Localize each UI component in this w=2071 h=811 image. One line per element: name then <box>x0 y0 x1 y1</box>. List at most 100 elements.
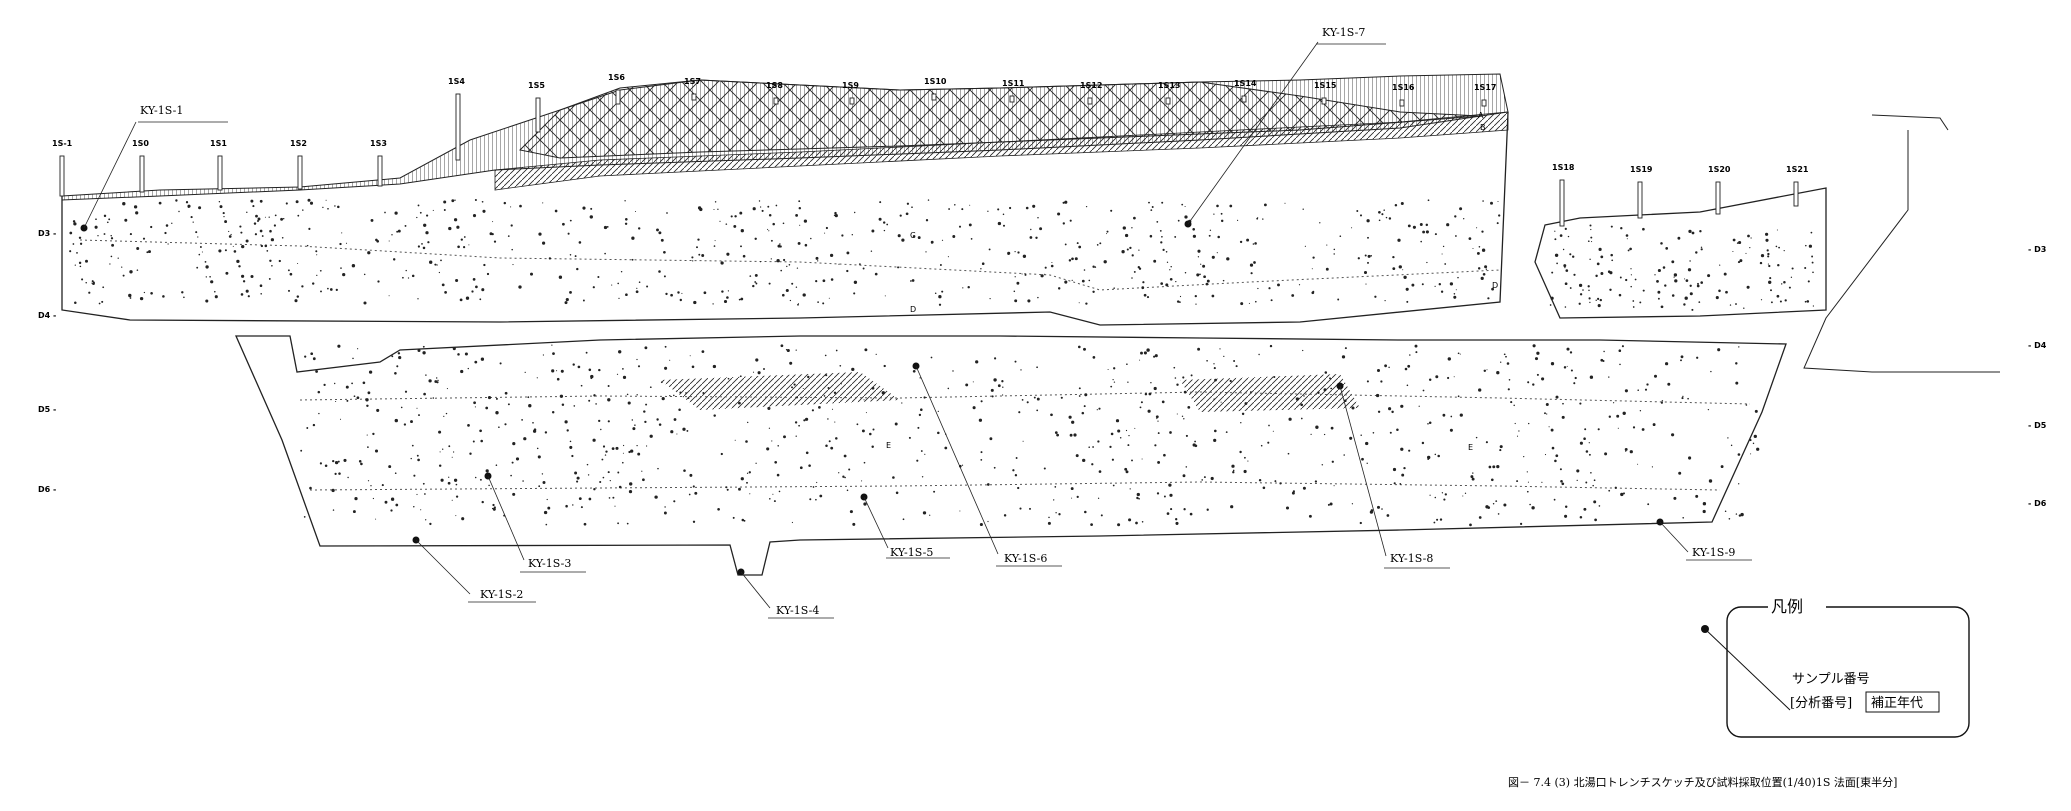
gravel-dot <box>1146 348 1150 352</box>
gravel-dot <box>981 262 985 265</box>
gravel-dot <box>1664 284 1667 287</box>
gravel-dot <box>1549 304 1552 306</box>
gravel-dot <box>320 290 322 293</box>
gravel-dot <box>121 266 123 268</box>
gravel-dot <box>794 421 798 424</box>
gravel-dot <box>411 274 415 278</box>
gravel-dot <box>473 401 476 405</box>
gravel-dot <box>1384 364 1388 368</box>
gravel-dot <box>1239 450 1242 454</box>
gravel-dot <box>965 383 969 387</box>
gravel-dot <box>69 231 73 235</box>
gravel-dot <box>1553 498 1556 501</box>
gravel-dot <box>863 502 867 506</box>
gravel-dot <box>1735 513 1738 515</box>
gravel-dot <box>270 238 275 242</box>
gravel-dot <box>786 348 790 353</box>
gravel-dot <box>1418 405 1420 407</box>
gravel-dot <box>1394 204 1398 207</box>
gravel-dot <box>1117 523 1121 527</box>
gravel-dot <box>1584 428 1587 431</box>
gravel-dot <box>805 451 809 455</box>
gravel-dot <box>1508 379 1511 381</box>
gravel-dot <box>420 509 422 511</box>
gravel-dot <box>1249 263 1254 267</box>
survey-pole <box>535 97 541 133</box>
gravel-dot <box>1312 256 1315 259</box>
gravel-dot <box>1380 380 1383 383</box>
gravel-dot <box>418 414 420 417</box>
gravel-dot <box>1414 344 1418 348</box>
gravel-dot <box>432 209 434 211</box>
gravel-dot <box>447 481 451 485</box>
gravel-dot <box>1014 299 1018 303</box>
gravel-dot <box>1470 475 1474 479</box>
gravel-dot <box>181 291 184 294</box>
gravel-dot <box>1311 268 1313 270</box>
gravel-dot <box>757 371 761 375</box>
gravel-dot <box>607 420 610 423</box>
gravel-dot <box>424 493 426 495</box>
gravel-dot <box>1176 413 1178 415</box>
gravel-dot <box>925 251 927 253</box>
gravel-dot <box>474 360 478 364</box>
gravel-dot <box>795 214 798 217</box>
gravel-dot <box>124 218 128 222</box>
gravel-dot <box>451 199 455 203</box>
gravel-dot <box>862 267 865 270</box>
gravel-dot <box>917 236 921 240</box>
gravel-dot <box>1279 482 1282 485</box>
gravel-dot <box>991 395 994 398</box>
gravel-dot <box>1274 480 1277 483</box>
gravel-dot <box>241 274 245 278</box>
gravel-dot <box>1037 216 1039 219</box>
gravel-dot <box>1600 255 1604 259</box>
gravel-dot <box>912 234 916 238</box>
gravel-dot <box>1240 422 1242 424</box>
gravel-dot <box>863 461 866 464</box>
gravel-dot <box>701 254 705 257</box>
gravel-dot <box>795 435 797 437</box>
unit-label-c: C <box>910 231 916 240</box>
gravel-dot <box>1478 388 1482 392</box>
gravel-dot <box>1351 503 1354 505</box>
gravel-dot <box>388 465 392 469</box>
gravel-dot <box>617 471 620 474</box>
gravel-dot <box>1300 403 1304 407</box>
gravel-dot <box>861 480 863 482</box>
gravel-dot <box>92 282 95 285</box>
gravel-dot <box>335 288 338 292</box>
gravel-dot <box>542 202 544 204</box>
gravel-dot <box>803 219 808 223</box>
gravel-dot <box>768 427 771 429</box>
gravel-dot <box>1370 255 1372 257</box>
gravel-dot <box>1156 492 1160 495</box>
gravel-dot <box>337 205 340 209</box>
gravel-dot <box>828 297 830 299</box>
gravel-dot <box>325 199 327 201</box>
gravel-dot <box>645 403 648 406</box>
gravel-dot <box>1216 204 1219 208</box>
gravel-dot <box>968 223 972 227</box>
gravel-dot <box>218 249 222 253</box>
gravel-dot <box>754 281 757 283</box>
gravel-dot <box>407 277 410 279</box>
gravel-dot <box>1555 454 1559 458</box>
gravel-dot <box>1736 242 1739 244</box>
gravel-dot <box>879 201 882 204</box>
gravel-dot <box>352 510 356 514</box>
gravel-dot <box>627 401 631 405</box>
gravel-dot <box>1151 206 1154 208</box>
gravel-dot <box>521 419 523 421</box>
gravel-dot <box>400 406 403 409</box>
gravel-dot <box>205 265 209 269</box>
gravel-dot <box>345 242 348 244</box>
gravel-dot <box>1444 493 1447 496</box>
gravel-dot <box>1559 468 1562 471</box>
gravel-dot <box>670 293 673 297</box>
gravel-dot <box>332 509 335 511</box>
gravel-dot <box>492 503 495 507</box>
gravel-dot <box>187 204 191 208</box>
gravel-dot <box>1112 484 1115 487</box>
gravel-dot <box>912 369 916 373</box>
